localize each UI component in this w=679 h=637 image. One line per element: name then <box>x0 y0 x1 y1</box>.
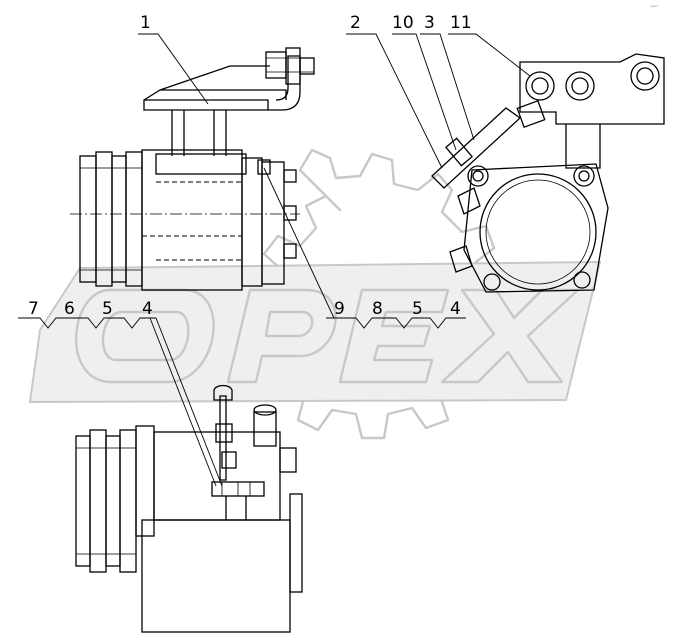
hose-pipe <box>219 395 227 481</box>
callout-8: 8 <box>372 299 383 319</box>
upper-clamp <box>155 153 247 175</box>
bracket-legs <box>171 110 227 156</box>
callout-4-right: 4 <box>450 299 461 319</box>
arm-lock-nut <box>445 137 473 167</box>
watermark: ᵒᵖᵉˣ <box>28 5 659 440</box>
watermark-letter-o <box>75 288 215 384</box>
callout-5-right: 5 <box>412 299 423 319</box>
leader-10 <box>392 33 457 151</box>
leader-1 <box>138 33 209 105</box>
leader-row-left <box>18 317 156 329</box>
corner-mark: ᵒᵖᵉˣ <box>650 5 659 11</box>
leader-11 <box>448 33 531 77</box>
side-ports <box>449 187 481 273</box>
leader-3 <box>420 33 475 141</box>
adjusting-arm <box>431 107 522 189</box>
fastener-9 <box>257 159 271 175</box>
pivot-post <box>565 124 601 169</box>
callout-5-left: 5 <box>102 299 113 319</box>
callout-9: 9 <box>334 299 345 319</box>
callout-6: 6 <box>64 299 75 319</box>
compressor-front-housing <box>479 173 597 291</box>
leader-2 <box>346 33 443 169</box>
watermark-letter-p <box>226 288 337 384</box>
callout-2: 2 <box>350 13 361 33</box>
bolt-head-top <box>265 51 287 79</box>
arm-nut <box>516 100 546 128</box>
front-flange <box>463 163 609 293</box>
pulley-bottom <box>75 429 137 573</box>
top-right-compressor-view <box>431 53 665 293</box>
leader-9 <box>263 167 335 319</box>
pipe-fitting-upper <box>215 423 233 443</box>
base-flange <box>289 493 303 593</box>
callout-1: 1 <box>140 13 151 33</box>
pivot-bracket <box>519 53 665 125</box>
bottom-base <box>141 519 291 633</box>
watermark-letter-e <box>338 288 450 384</box>
mounting-bracket <box>143 65 287 111</box>
bottom-compressor-view <box>75 384 303 633</box>
bottom-body <box>153 431 281 521</box>
callout-3-top: 3 <box>424 13 435 33</box>
callout-7: 7 <box>28 299 39 319</box>
callout-10: 10 <box>392 13 414 33</box>
discharge-port <box>253 411 277 447</box>
rear-housing <box>261 161 285 285</box>
watermark-letter-x <box>440 288 580 384</box>
leader-4-down <box>149 317 217 487</box>
leader-row-right <box>326 317 466 329</box>
pulley-left <box>79 151 143 287</box>
callout-11: 11 <box>450 13 472 33</box>
callouts: 1 2 10 3 11 7 6 5 4 9 8 5 4 <box>18 13 531 487</box>
callout-4-left: 4 <box>142 299 153 319</box>
bracket-arm <box>268 55 301 111</box>
top-left-compressor-view <box>70 47 315 291</box>
